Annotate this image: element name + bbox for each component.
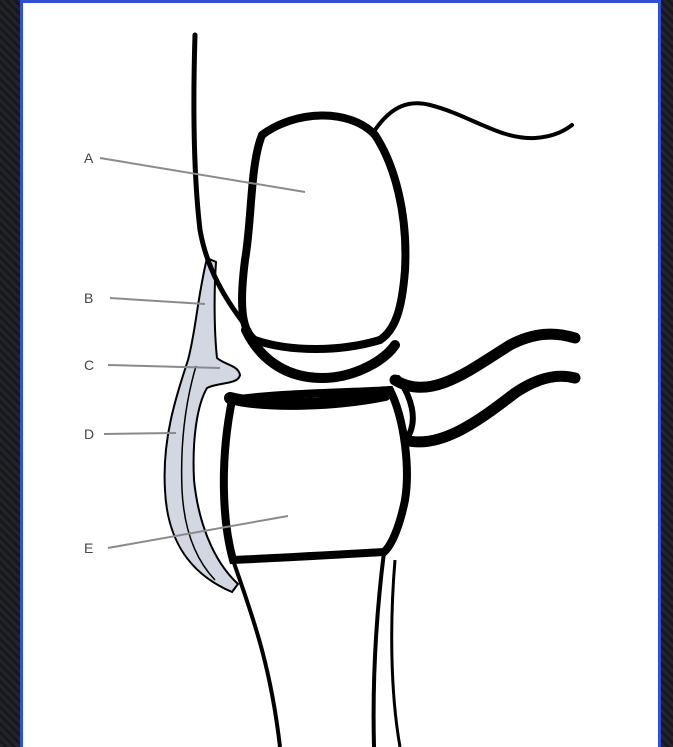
label-a: A bbox=[84, 150, 94, 166]
upper-bone bbox=[242, 115, 405, 349]
bone-shaft-left bbox=[233, 560, 280, 747]
label-c: C bbox=[84, 357, 94, 373]
upper-right-contour bbox=[375, 103, 572, 138]
leader-line-d bbox=[104, 433, 176, 434]
lower-bone bbox=[224, 390, 407, 560]
label-e: E bbox=[84, 540, 93, 556]
label-b: B bbox=[84, 290, 93, 306]
bone-shaft-right bbox=[374, 552, 384, 747]
label-d: D bbox=[84, 426, 94, 442]
leader-line-b bbox=[110, 298, 205, 304]
bone-shaft-inner bbox=[392, 560, 400, 747]
